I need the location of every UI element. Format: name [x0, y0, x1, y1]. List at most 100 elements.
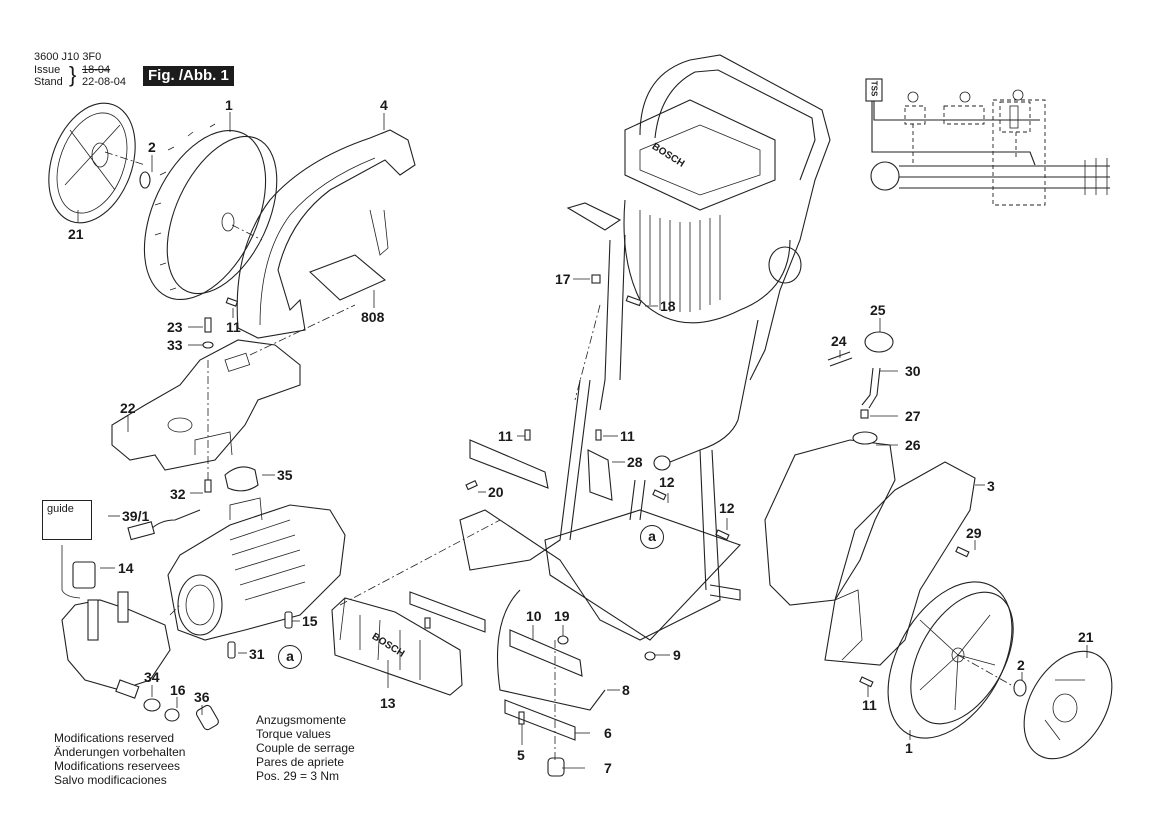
knob — [224, 466, 259, 492]
callout-21: 21 — [68, 226, 84, 242]
hose-30 — [861, 367, 881, 409]
screws — [202, 274, 970, 725]
callout-39-1: 39/1 — [122, 508, 150, 524]
motor-cover — [111, 339, 301, 480]
tank — [764, 431, 896, 606]
callout-35: 35 — [277, 467, 293, 483]
schematic-tss-label: TSS — [869, 80, 879, 97]
callout-3: 3 — [987, 478, 995, 494]
callout-4: 4 — [380, 97, 388, 113]
callout-21-right: 21 — [1078, 629, 1094, 645]
fender-left — [236, 129, 416, 339]
guide-box: guide — [42, 500, 92, 540]
callout-23: 23 — [167, 319, 183, 335]
fitting-16 — [164, 708, 180, 722]
motor — [127, 497, 346, 641]
document-number: 3600 J10 3F0 — [34, 51, 102, 63]
label-sticker — [308, 254, 387, 301]
hub-cap-right — [1023, 650, 1113, 760]
hose-24 — [827, 351, 853, 367]
callout-17: 17 — [555, 271, 571, 287]
callout-32: 32 — [170, 486, 186, 502]
pump — [61, 591, 181, 699]
sleeve-36 — [195, 704, 219, 731]
issue-label: Issue — [34, 64, 61, 76]
reference-marker-a-frame: a — [640, 525, 664, 549]
modifications-note-de: Änderungen vorbehalten — [54, 745, 186, 759]
torque-note-en: Torque values — [256, 727, 331, 741]
foot-pad-7 — [547, 757, 565, 777]
fitting-34 — [143, 698, 161, 712]
callout-2-right: 2 — [1017, 657, 1025, 673]
callout-29: 29 — [966, 525, 982, 541]
callout-12-side: 12 — [719, 500, 735, 516]
callout-19: 19 — [554, 608, 570, 624]
callout-16: 16 — [170, 682, 186, 698]
cap-25 — [864, 331, 894, 353]
guide-label: guide — [47, 503, 74, 515]
modifications-note: Modifications reserved Änderungen vorbeh… — [54, 731, 185, 787]
callout-15: 15 — [302, 613, 318, 629]
callout-8: 8 — [622, 682, 630, 698]
callout-27: 27 — [905, 408, 921, 424]
grips — [409, 439, 613, 741]
callout-11: 11 — [226, 319, 241, 335]
callout-22: 22 — [120, 400, 136, 416]
modifications-note-en: Modifications reserved — [54, 731, 175, 745]
washer-right — [1013, 679, 1027, 697]
wiring-schematic — [865, 78, 1110, 206]
callout-808: 808 — [361, 309, 385, 325]
callout-18: 18 — [660, 298, 676, 314]
callout-34: 34 — [144, 669, 160, 685]
issue-date: 22-08-04 — [82, 76, 127, 88]
torque-note-es: Pares de apriete — [256, 755, 345, 769]
guide-wire — [61, 545, 81, 599]
callout-33: 33 — [167, 337, 183, 353]
foot-13 — [331, 597, 463, 696]
callout-28: 28 — [627, 454, 643, 470]
reference-marker-a-motor: a — [278, 645, 302, 669]
callout-36: 36 — [194, 689, 210, 705]
callout-12-upper: 12 — [659, 474, 675, 490]
figure-title: Fig. /Abb. 1 — [143, 66, 234, 86]
callout-14: 14 — [118, 560, 134, 576]
callout-11-right: 11 — [862, 697, 877, 713]
hub-cap-left — [48, 102, 146, 224]
torque-note-value: Pos. 29 = 3 Nm — [256, 769, 340, 783]
callout-13: 13 — [380, 695, 396, 711]
callout-7: 7 — [604, 760, 612, 776]
callout-11-left-grip: 11 — [498, 428, 513, 444]
callout-26: 26 — [905, 437, 921, 453]
leader-lines — [77, 112, 1088, 769]
brace: } — [69, 62, 77, 87]
callout-24: 24 — [831, 333, 847, 349]
handle-reel — [566, 54, 831, 471]
callout-25: 25 — [870, 302, 886, 318]
callout-1: 1 — [225, 97, 233, 113]
callout-9: 9 — [673, 647, 681, 663]
callout-1-right: 1 — [905, 740, 913, 756]
washer-left — [139, 171, 151, 189]
torque-note-fr: Couple de serrage — [256, 741, 355, 755]
sensor-15 — [284, 611, 293, 629]
sensor-31 — [227, 641, 236, 659]
modifications-note-fr: Modifications reservees — [54, 759, 181, 773]
fender-right — [824, 461, 976, 666]
callout-11-clip: 11 — [620, 428, 635, 444]
callout-20: 20 — [488, 484, 504, 500]
callout-2: 2 — [148, 139, 156, 155]
modifications-note-es: Salvo modificaciones — [54, 773, 167, 787]
wheel-left — [143, 123, 278, 301]
torque-note-de: Anzugsmomente — [256, 713, 347, 727]
stand-label: Stand — [34, 76, 63, 88]
wheel-right — [887, 581, 1021, 739]
pump-cap — [72, 561, 96, 589]
torque-note: Anzugsmomente Torque values Couple de se… — [256, 713, 355, 783]
frame — [459, 379, 741, 711]
issue-old-date: 18-04 — [82, 64, 111, 76]
callout-31: 31 — [249, 646, 265, 662]
callout-5: 5 — [517, 747, 525, 763]
callout-30: 30 — [905, 363, 921, 379]
callout-10: 10 — [526, 608, 542, 624]
